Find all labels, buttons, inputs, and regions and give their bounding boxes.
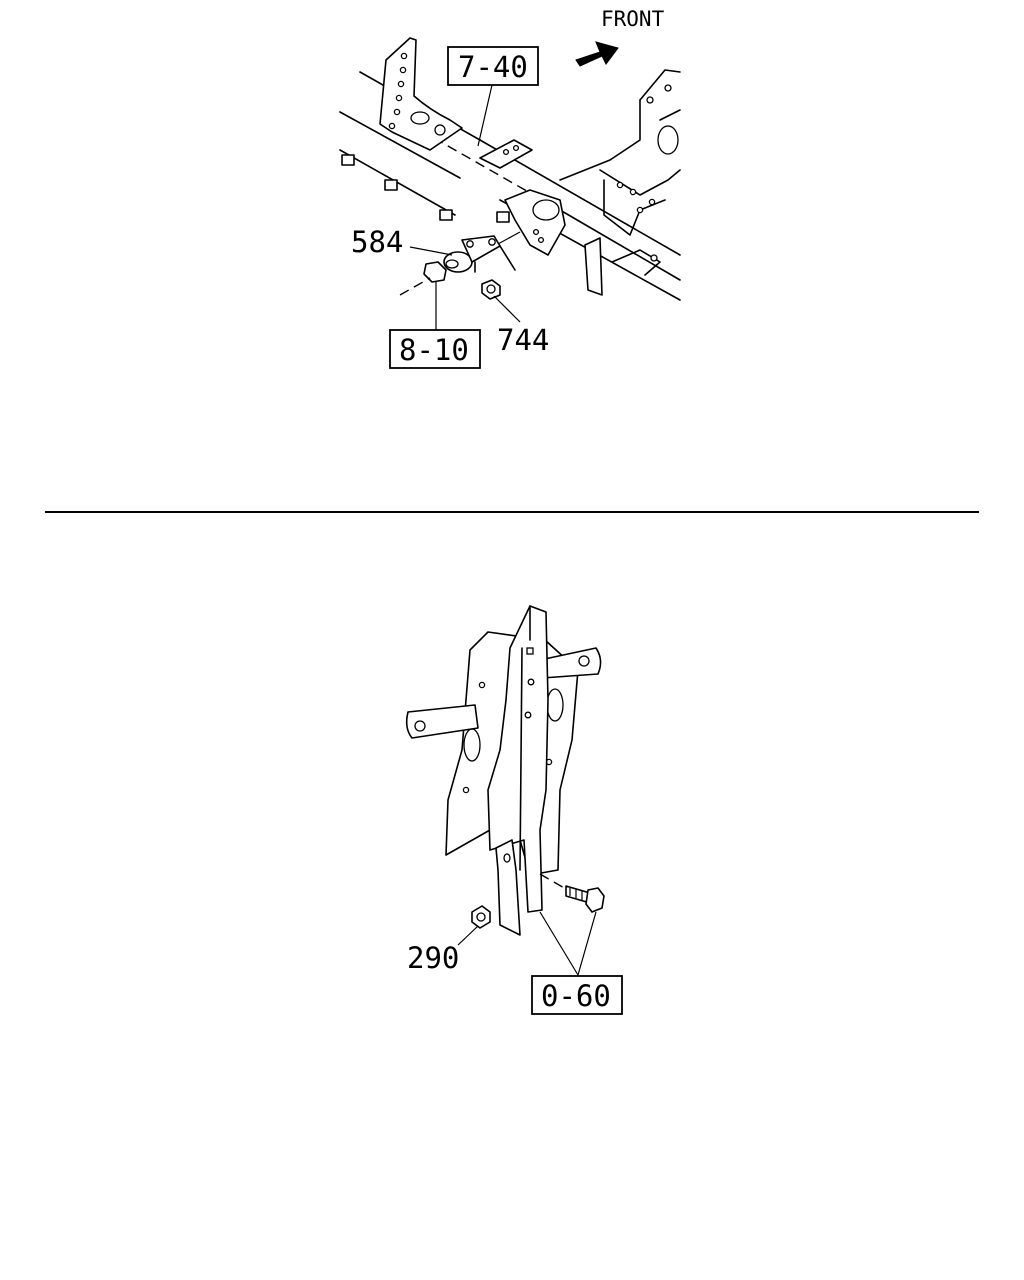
leader-0-60-b [577, 911, 597, 976]
left-ear-tab [405, 704, 479, 739]
bolt [539, 873, 605, 913]
ref-box-0-60-text: 0-60 [541, 979, 611, 1013]
lower-flange [495, 839, 521, 936]
leader-7-40 [477, 84, 493, 147]
nut-744 [481, 279, 501, 300]
front-label: FRONT [601, 7, 665, 31]
ref-box-8-10 [389, 329, 481, 369]
top-assembly: FRONT [339, 7, 681, 369]
left-pillar [379, 37, 463, 151]
ref-box-7-40 [447, 46, 539, 86]
callout-584: 584 [351, 225, 403, 259]
ref-box-7-40-text: 7-40 [458, 50, 528, 84]
center-bracket [504, 189, 566, 256]
rail-studs [341, 154, 510, 223]
callout-290: 290 [407, 941, 459, 975]
ref-box-0-60 [531, 975, 623, 1015]
nut-290 [471, 905, 491, 929]
leader-584 [409, 246, 453, 256]
right-structure [559, 69, 681, 296]
callout-744: 744 [497, 323, 549, 357]
bottom-assembly: 290 0-60 [405, 605, 623, 1015]
front-arrow-icon [575, 41, 619, 67]
right-ear-tab [539, 647, 602, 679]
leader-744 [493, 295, 521, 323]
connector [399, 261, 447, 296]
ref-box-8-10-text: 8-10 [399, 333, 469, 367]
leader-0-60-a [539, 911, 579, 976]
leader-290 [457, 925, 479, 946]
sensor-584 [443, 231, 521, 273]
